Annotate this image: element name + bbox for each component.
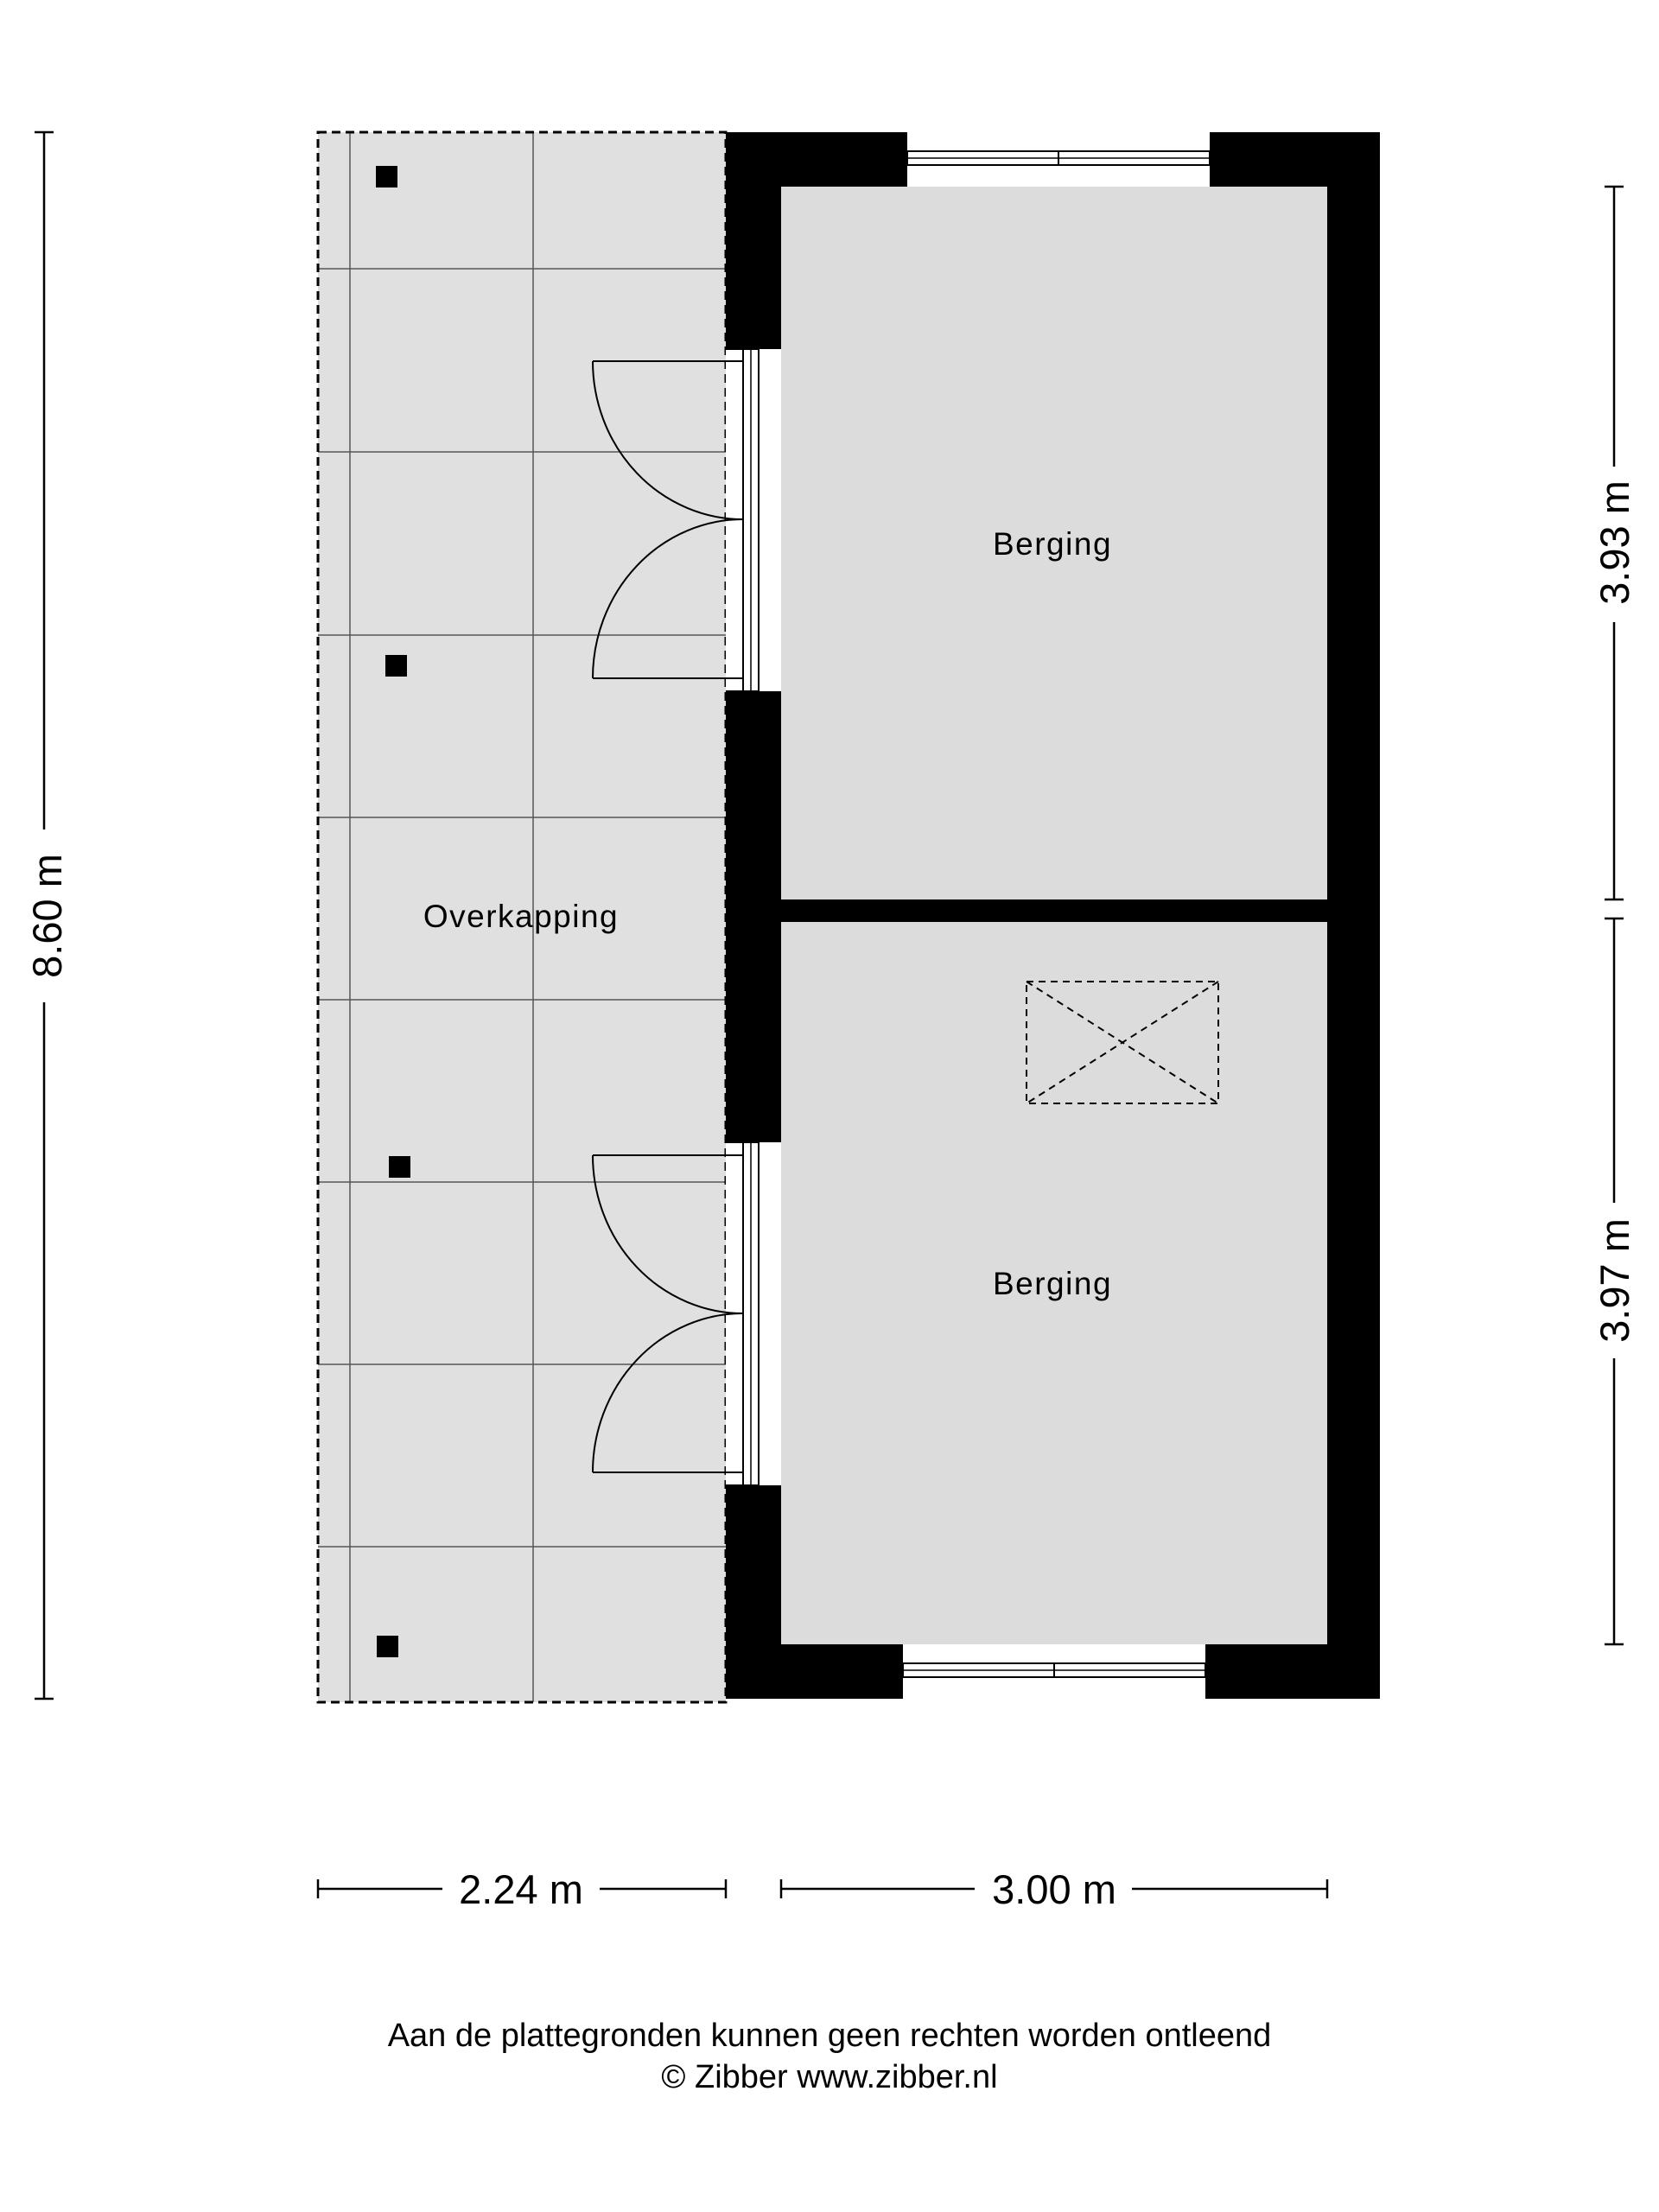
building <box>592 132 1380 1699</box>
room-label-storage-top: Berging <box>993 526 1112 562</box>
dimension-bottom-room <box>1605 917 1624 1646</box>
post-2 <box>385 655 407 677</box>
window-bottom <box>902 1644 1206 1699</box>
skylight <box>1026 981 1219 1104</box>
footer-disclaimer: Aan de plattegronden kunnen geen rechten… <box>387 2018 1272 2054</box>
dimension-label-total-height: 8.60 m <box>24 854 70 978</box>
room-label-canopy: Overkapping <box>423 899 619 934</box>
dimension-label-bottom-room: 3.97 m <box>1592 1218 1637 1343</box>
dimension-building-width <box>779 1879 1329 1898</box>
door-bottom <box>592 1141 781 1486</box>
post-4 <box>377 1636 398 1657</box>
dimension-canopy-width <box>316 1879 728 1898</box>
room-floor-top <box>781 187 1327 899</box>
post-3 <box>389 1156 410 1178</box>
dimension-label-building-width: 3.00 m <box>992 1866 1116 1912</box>
footer-credit: © Zibber www.zibber.nl <box>661 2059 998 2095</box>
room-floor-bottom <box>781 922 1327 1644</box>
dimension-label-canopy-width: 2.24 m <box>459 1866 583 1912</box>
window-top <box>906 132 1211 187</box>
dimension-total-height <box>35 130 54 1700</box>
dimension-label-top-room: 3.93 m <box>1592 480 1637 605</box>
room-label-storage-bottom: Berging <box>993 1266 1112 1301</box>
door-top <box>592 348 781 692</box>
post-1 <box>376 166 397 188</box>
dimension-top-room <box>1605 185 1624 901</box>
